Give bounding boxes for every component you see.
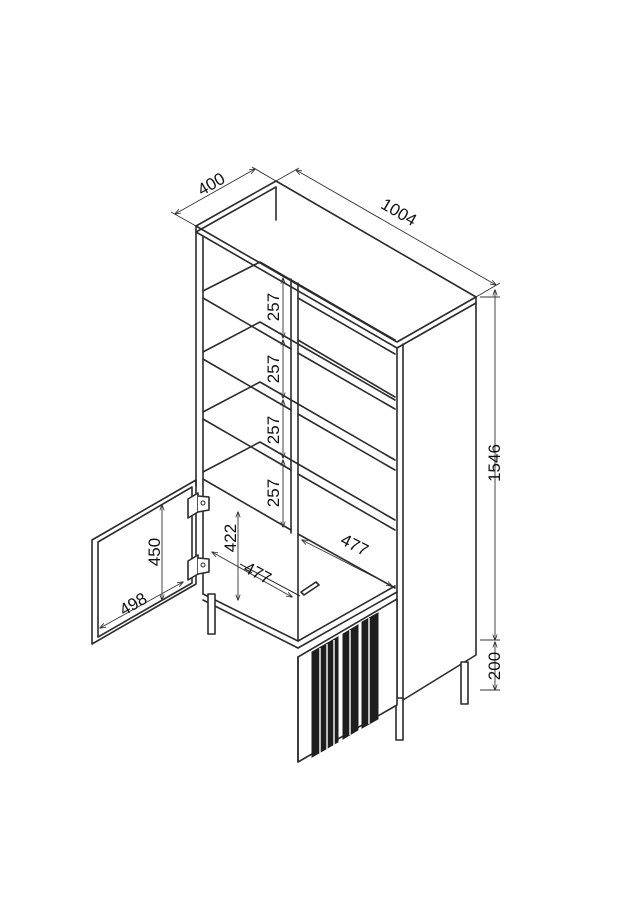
dim-compartment-depth-label: 477 (241, 558, 275, 588)
shelf-2 (202, 321, 396, 471)
dim-shelf-1-label: 257 (264, 293, 283, 321)
shelf-1 (202, 261, 396, 410)
shelf-4 (202, 441, 396, 589)
dim-shelf-4-label: 257 (264, 479, 283, 507)
dim-door-height-label: 450 (145, 538, 164, 566)
dim-legs-label: 200 (485, 652, 504, 680)
dim-width-label: 1004 (378, 195, 420, 230)
dim-height-label: 1546 (485, 444, 504, 482)
hinge-icon (187, 492, 210, 581)
dim-shelf-2-label: 257 (264, 355, 283, 383)
dim-compartment-height-label: 422 (221, 524, 240, 552)
cabinet-body (195, 180, 477, 701)
left-door (91, 479, 197, 645)
dimensions: 400 1004 1546 200 257 257 257 257 477 45… (100, 166, 504, 690)
leg-front-right (395, 697, 404, 741)
dim-depth-label: 400 (194, 169, 228, 200)
shelf-3 (202, 381, 396, 531)
dim-door-width-label: 498 (116, 589, 150, 620)
dim-shelf-depth-label: 477 (338, 530, 372, 560)
dim-shelf-3-label: 257 (264, 416, 283, 444)
right-door (297, 598, 398, 763)
leg-front-left (207, 593, 216, 635)
leg-back-right (460, 661, 469, 705)
